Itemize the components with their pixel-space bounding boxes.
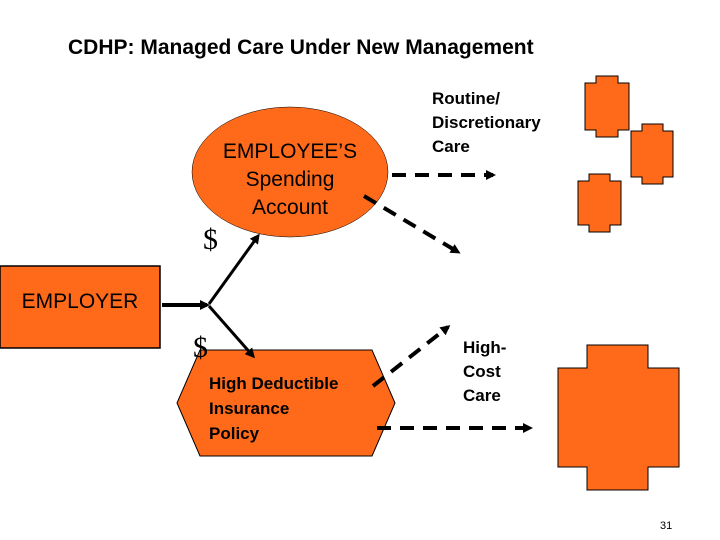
to-account-arrow [207,233,260,305]
high-cost-care-line-2: Cost [463,362,501,381]
employee-account-line-3: Account [252,196,328,219]
routine-care-line-3: Care [432,137,470,156]
dollar-sign-top: $ [203,223,218,256]
high-cost-care-line-3: Care [463,386,501,405]
provider-cross-middle [630,123,674,185]
provider-cross-large [557,344,680,491]
hdhp-line-2: Insurance [209,399,290,418]
employee-account-label: EMPLOYEE’S Spending Account [200,138,380,222]
routine-care-line-2: Discretionary [432,113,541,132]
employee-account-line-2: Spending [245,168,335,191]
routine-care-line-1: Routine/ [432,89,500,108]
employer-box [0,265,161,349]
routine-care-label: Routine/ Discretionary Care [432,87,541,159]
account-to-highcost-arrow [362,194,461,254]
hdhp-line-3: Policy [209,424,260,443]
high-cost-care-line-1: High- [463,338,507,357]
hdhp-to-highcost-arrow [371,325,451,388]
hdhp-hexagon [176,349,396,457]
dollar-sign-bottom: $ [193,331,208,364]
provider-cross-lower [577,173,622,233]
hdhp-label: High Deductible Insurance Policy [209,371,338,446]
page-number: 31 [660,520,673,532]
high-cost-care-label: High- Cost Care [463,336,506,408]
employee-account-line-1: EMPLOYEE’S [222,140,358,163]
slide-title: CDHP: Managed Care Under New Management [68,36,534,59]
to-hdhp-arrow [207,305,255,359]
employer-label: EMPLOYER [21,290,139,313]
hdhp-line-1: High Deductible [209,374,339,393]
employee-account-ellipse [191,106,389,238]
provider-cross-top [584,75,630,138]
